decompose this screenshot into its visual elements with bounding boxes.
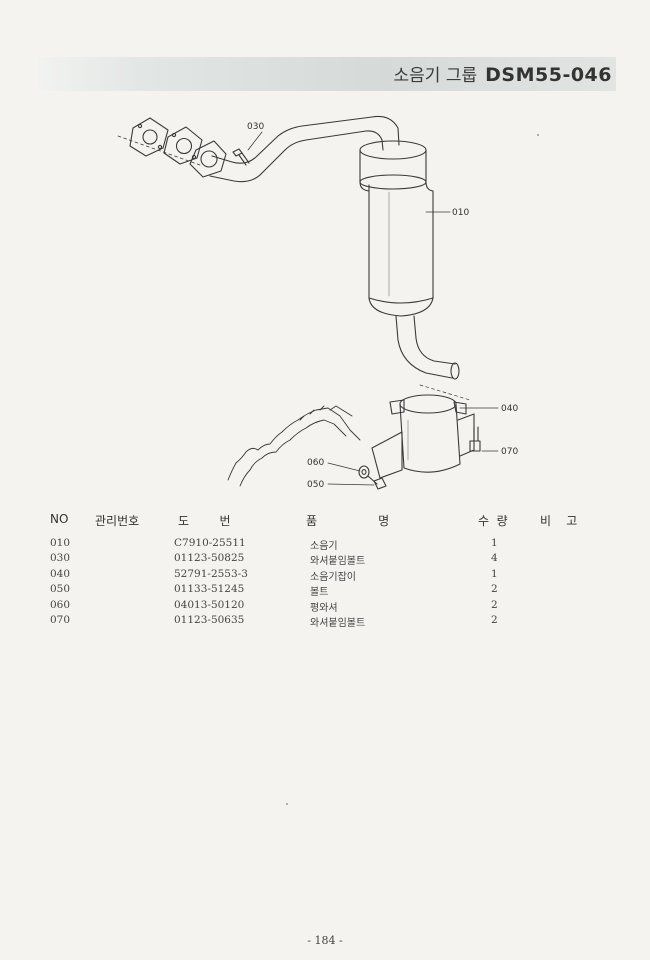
exhaust-gasket-2 bbox=[163, 126, 203, 165]
callout-040: 040 bbox=[501, 404, 518, 414]
callout-060: 060 bbox=[307, 458, 324, 468]
parts-table-body: 010 C7910-25511 소음기 1 030 01123-50825 와셔… bbox=[0, 537, 650, 629]
table-row: 030 01123-50825 와셔붙임볼트 4 bbox=[0, 552, 650, 567]
bolt-070 bbox=[469, 426, 481, 452]
callout-010: 010 bbox=[452, 208, 469, 218]
row-drawing-number: 01123-50825 bbox=[174, 552, 245, 565]
callout-030: 030 bbox=[247, 122, 264, 132]
row-part-name: 평와셔 bbox=[310, 602, 338, 614]
page-number: - 184 - bbox=[307, 934, 343, 947]
header-title: 소음기 그룹 DSM55-046 bbox=[394, 61, 612, 89]
header-no: NO bbox=[50, 512, 69, 526]
row-drawing-number: 04013-50120 bbox=[174, 598, 245, 611]
row-quantity: 1 bbox=[491, 537, 498, 549]
exhaust-pipe bbox=[209, 115, 400, 183]
bolt-030 bbox=[232, 148, 250, 166]
row-no: 010 bbox=[50, 537, 71, 549]
row-no: 040 bbox=[50, 567, 71, 580]
row-drawing-number: 01133-51245 bbox=[174, 583, 245, 596]
row-part-name: 와셔붙임볼트 bbox=[310, 617, 366, 629]
row-quantity: 2 bbox=[491, 583, 498, 596]
exhaust-flange bbox=[189, 140, 227, 178]
table-row: 040 52791-2553-3 소음기잡이 1 bbox=[0, 568, 650, 583]
row-part-name: 와셔붙임볼트 bbox=[310, 556, 366, 568]
row-quantity: 2 bbox=[491, 613, 498, 626]
header-management-number: 관리번호 bbox=[95, 514, 140, 528]
row-part-name: 소음기잡이 bbox=[310, 571, 356, 583]
row-quantity: 2 bbox=[491, 598, 498, 611]
row-part-name: 볼트 bbox=[310, 587, 329, 599]
scan-speck bbox=[537, 134, 539, 136]
table-row: 050 01133-51245 볼트 2 bbox=[0, 583, 650, 598]
row-quantity: 4 bbox=[491, 552, 498, 565]
header-quantity: 수 량 bbox=[478, 514, 508, 528]
row-part-name: 소음기 bbox=[310, 541, 338, 552]
row-drawing-number: 52791-2553-3 bbox=[174, 567, 248, 580]
row-drawing-number: C7910-25511 bbox=[174, 537, 246, 549]
exhaust-gasket-1 bbox=[129, 117, 169, 157]
scan-speck bbox=[286, 803, 288, 805]
row-quantity: 1 bbox=[491, 567, 498, 580]
table-row: 060 04013-50120 평와셔 2 bbox=[0, 599, 650, 614]
row-no: 060 bbox=[50, 598, 71, 611]
muffler-exploded-diagram: 030 010 040 070 060 050 bbox=[117, 115, 518, 490]
callout-050: 050 bbox=[307, 480, 324, 490]
group-code: DSM55-046 bbox=[485, 64, 612, 86]
row-no: 030 bbox=[50, 552, 71, 565]
row-no: 050 bbox=[50, 583, 71, 596]
engine-outline bbox=[227, 405, 361, 487]
header-band bbox=[38, 57, 616, 91]
parts-table-header: NO 관리번호 도 번 품 명 수 량 비 고 bbox=[0, 512, 650, 528]
row-drawing-number: 01123-50635 bbox=[174, 613, 245, 626]
group-title: 소음기 그룹 bbox=[393, 66, 478, 86]
header-drawing-number: 도 번 bbox=[178, 514, 231, 528]
washer-060 bbox=[358, 465, 370, 479]
callout-070: 070 bbox=[501, 447, 518, 457]
header-part-name: 품 명 bbox=[306, 514, 390, 528]
bolt-050 bbox=[367, 475, 387, 490]
muffler-body bbox=[359, 140, 434, 317]
tail-pipe bbox=[395, 315, 471, 401]
muffler-clamp-040 bbox=[371, 394, 475, 479]
header-remarks: 비 고 bbox=[540, 514, 578, 528]
table-row: 010 C7910-25511 소음기 1 bbox=[0, 537, 650, 552]
table-row: 070 01123-50635 와셔붙임볼트 2 bbox=[0, 614, 650, 629]
row-no: 070 bbox=[50, 613, 71, 626]
